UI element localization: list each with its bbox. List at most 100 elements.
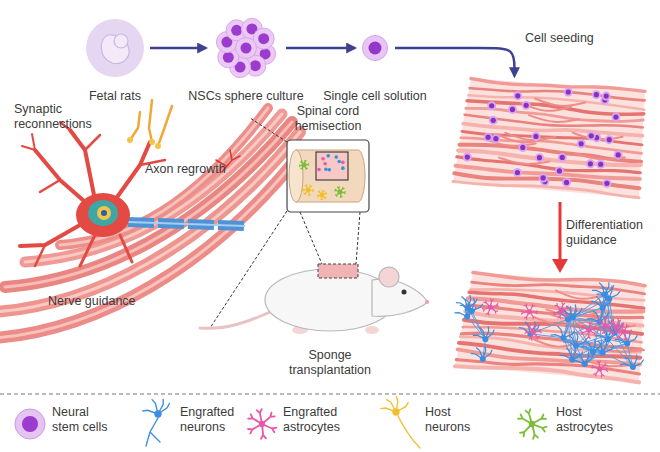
synapse-terminals (149, 100, 152, 142)
axon-sheath (128, 222, 245, 226)
inset-cell (341, 166, 345, 170)
mouse-figure (225, 258, 430, 338)
astrocyte-body (302, 163, 307, 168)
scaffold-fibre (455, 366, 639, 382)
stem-cell (531, 132, 540, 141)
stem-cell (566, 89, 571, 94)
stem-cell (465, 154, 470, 159)
stem-cell (513, 91, 522, 100)
stem-cell (533, 134, 538, 139)
stem-cell (577, 139, 586, 148)
stem-cell (605, 135, 614, 144)
sphere-cell (236, 38, 257, 59)
stem-cell (588, 161, 593, 166)
sphere-nucleus (241, 43, 252, 54)
stem-cell (616, 152, 621, 157)
astrocyte-body (621, 329, 626, 334)
scaffold-fibre (529, 115, 579, 122)
mouse-figure (200, 264, 429, 334)
stem-cell (486, 135, 491, 140)
stem-cell (613, 114, 618, 119)
inset-frame (287, 140, 369, 212)
hemisection-sponge (316, 152, 348, 180)
dendrites (120, 235, 132, 262)
astrocyte-body (529, 421, 535, 427)
sphere-nucleus (231, 25, 242, 36)
fetal-rat-body (101, 35, 129, 64)
spinal-cord (358, 150, 365, 202)
stem-cell (564, 87, 573, 96)
astrocyte-body (488, 305, 493, 310)
dendrites (35, 245, 45, 266)
legend-text: Host neurons (425, 405, 475, 435)
sphere-nucleus (223, 52, 234, 63)
stem-cell (491, 134, 500, 143)
stem-cell (484, 133, 493, 142)
stem-cell (489, 103, 494, 108)
dendrites (20, 122, 165, 266)
neuron-soma (154, 410, 161, 417)
neuron-soma (565, 316, 571, 322)
stem-cell (520, 145, 525, 150)
stem-cell (594, 92, 599, 97)
scaffold-body (455, 272, 645, 382)
cell-circle: Single cell solution (361, 35, 389, 61)
dendrites (70, 130, 95, 200)
scaffold-fibre (535, 99, 585, 106)
spinal-cord (296, 150, 358, 202)
fetal-rat-head (114, 34, 128, 48)
neuron-soma (76, 193, 130, 237)
neuron-soma (482, 336, 488, 342)
stem-cell (586, 159, 595, 168)
scaffold-fibre (458, 151, 641, 166)
stem-cell (604, 93, 609, 98)
stem-cell (596, 160, 605, 169)
inset-box (287, 140, 369, 212)
stem-cell (541, 175, 546, 180)
stem-cell (524, 103, 529, 108)
single-cell (363, 36, 388, 61)
mouse-eye (402, 290, 407, 295)
stem-cell-icon (15, 409, 45, 439)
spinal-cord (289, 150, 303, 202)
stem-cell (604, 181, 609, 186)
node-label: NSCs sphere culture (186, 89, 306, 104)
inset-cell (337, 160, 341, 164)
node-label: Fetal rats (56, 89, 174, 104)
inset-box (287, 140, 369, 212)
neuron-soma (469, 308, 475, 314)
stem-cell (510, 107, 515, 112)
flow-arrow (150, 47, 206, 50)
inset-cell (334, 155, 338, 159)
neurite-link (568, 319, 593, 352)
neuron-soma (88, 200, 118, 226)
neuron-soma (480, 356, 486, 362)
cell-circle (361, 35, 389, 61)
source-disc: Fetal rats (86, 19, 144, 77)
flow-arrow (286, 47, 355, 50)
stem-cell (562, 178, 571, 187)
neurite-link (573, 298, 609, 317)
stem-cell (558, 153, 567, 162)
astrocyte-body (586, 328, 591, 333)
inset-cell (323, 162, 327, 166)
stem-cell (555, 166, 564, 175)
synapse-terminals (155, 143, 161, 149)
stem-cell (487, 101, 496, 110)
dendrites (80, 235, 95, 266)
annotation-label: Nerve guidance (48, 294, 158, 309)
neurite-link (573, 294, 605, 317)
differentiated-scaffold (455, 272, 645, 382)
separator-line (0, 394, 660, 395)
spinal-cord (296, 150, 358, 151)
astrocyte-body (597, 366, 602, 371)
astrocyte-body (259, 421, 265, 427)
legend-text: Host astrocytes (556, 405, 636, 435)
leader-line (300, 212, 322, 264)
inset-cell (317, 168, 321, 172)
stem-cell (513, 168, 522, 177)
neuron-soma (560, 335, 566, 341)
astrocyte-body (320, 193, 325, 198)
flow-arrow (395, 48, 514, 76)
sphere-nucleus (250, 60, 261, 71)
